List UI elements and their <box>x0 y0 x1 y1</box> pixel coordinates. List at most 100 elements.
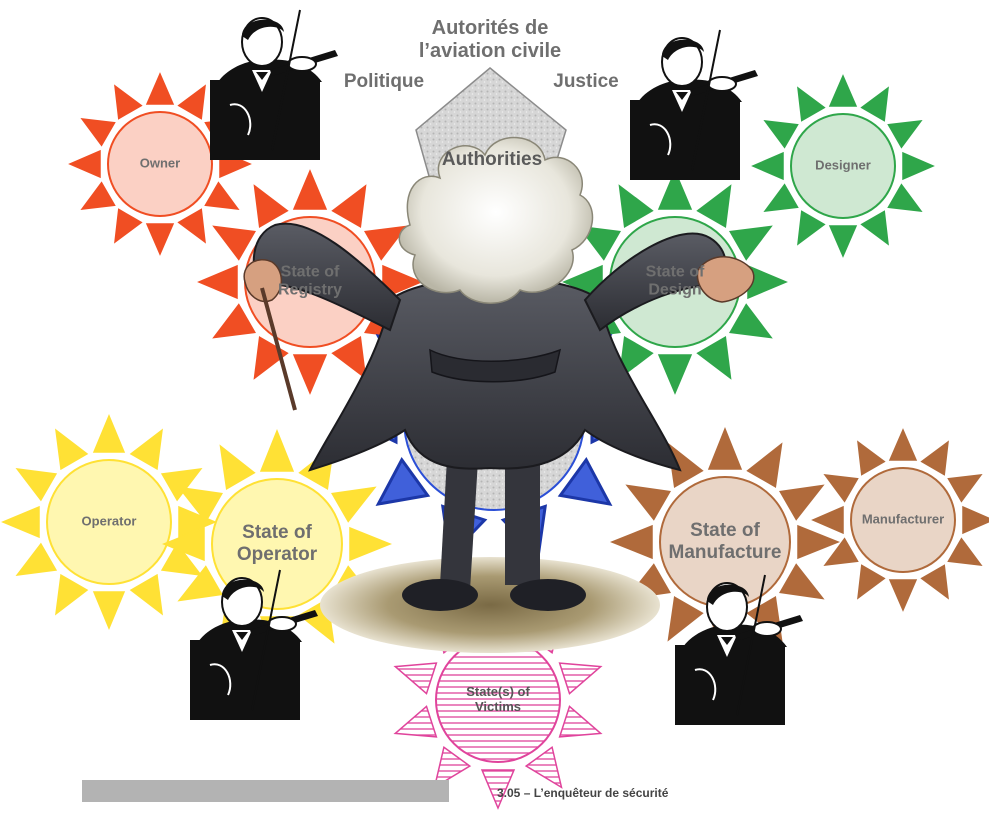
sun-ray <box>947 474 983 503</box>
sun-ray <box>393 705 438 738</box>
sun-ray <box>253 336 289 380</box>
sun-label-operator: Operator <box>81 513 137 529</box>
sun-label-registry: State of Registry <box>277 263 343 299</box>
sun-ray <box>80 181 116 210</box>
sun-ray <box>177 565 223 602</box>
justice-label: Justice <box>553 71 619 93</box>
sun-ray <box>197 264 238 300</box>
sun-ray <box>860 86 889 122</box>
sun-label-victims: State(s) of Victims <box>466 684 530 714</box>
sun-disc <box>107 111 213 217</box>
sun-ray <box>707 426 743 470</box>
footer-text: 3.05 – L’enquêteur de sécurité <box>497 786 669 800</box>
sun-ray <box>364 225 408 261</box>
sun-ray <box>177 486 223 523</box>
sun-ray <box>160 468 203 502</box>
sun-ray <box>204 181 240 210</box>
sun-ray <box>763 183 799 212</box>
sun-ray <box>382 264 423 300</box>
sun-ray <box>763 120 799 149</box>
sun-ray <box>751 151 784 181</box>
sun-ray <box>887 183 923 212</box>
sun-label-designer: Designer <box>815 157 871 173</box>
sun-ray <box>558 662 603 695</box>
sun-ray <box>331 486 377 523</box>
authorities-title: Autorités de l’aviation civile <box>418 17 562 62</box>
sun-ray <box>177 208 206 244</box>
sun-ray <box>331 184 367 228</box>
sun-ray <box>962 505 989 535</box>
sun-ray <box>114 84 143 120</box>
sun-ray <box>920 564 949 600</box>
sun-ray <box>609 524 653 560</box>
sun-ray <box>219 444 256 490</box>
sun-ray <box>657 169 693 210</box>
sun-ray <box>920 440 949 476</box>
sun-ray <box>331 336 367 380</box>
sun-ray <box>860 210 889 246</box>
sun-ray <box>129 573 163 616</box>
sun-ray <box>823 537 859 566</box>
sun-ray <box>524 745 563 789</box>
sun-disc <box>850 467 956 573</box>
sun-ray <box>15 542 58 576</box>
sun-victims <box>393 590 603 810</box>
sun-ray <box>557 456 613 507</box>
sun-label-manufacturer: Manufacturer <box>861 511 945 527</box>
sun-ray <box>947 537 983 566</box>
sun-ray <box>145 72 175 105</box>
sun-ray <box>729 303 773 339</box>
violinist-icon-top-left <box>209 9 339 161</box>
sun-ray <box>375 456 431 507</box>
sun-ray <box>292 169 328 210</box>
sun-ray <box>696 336 732 380</box>
sun-designer <box>751 74 935 258</box>
sun-manufacturer <box>811 428 989 612</box>
sun-ray <box>178 505 217 539</box>
sun-ray <box>779 484 825 521</box>
conductor-icon <box>243 136 755 653</box>
sun-disc <box>46 459 172 585</box>
sun-ray <box>92 414 126 453</box>
sun-label-state-design: State of Design <box>645 263 705 299</box>
sun-ray <box>696 184 732 228</box>
sun-ray <box>177 84 206 120</box>
sun-ray <box>729 225 773 261</box>
sun-label-owner: Owner <box>139 155 181 171</box>
sun-ray <box>779 563 825 600</box>
sun-ray <box>625 484 671 521</box>
sun-ray <box>618 184 654 228</box>
violinist-icon-top-right <box>629 29 759 181</box>
sun-ray <box>212 303 256 339</box>
sun-ray <box>887 120 923 149</box>
politique-label: Politique <box>343 71 425 93</box>
sun-ray <box>253 184 289 228</box>
sun-ray <box>811 505 844 535</box>
sun-ray <box>857 440 886 476</box>
sun-ray <box>888 428 918 461</box>
sun-ray <box>160 542 203 576</box>
sun-ray <box>80 118 116 147</box>
sun-ray <box>92 591 126 630</box>
sun-ray <box>212 225 256 261</box>
sun-ray <box>1 505 40 539</box>
sun-ray <box>657 354 693 395</box>
sun-ray <box>902 151 935 181</box>
sun-ray <box>667 596 704 642</box>
sun-ray <box>433 745 472 789</box>
sun-ray <box>145 223 175 256</box>
sun-ray <box>823 474 859 503</box>
sun-ray <box>55 573 89 616</box>
sun-operator <box>1 414 217 630</box>
sun-ray <box>857 564 886 600</box>
sun-ray <box>558 705 603 738</box>
sun-ray <box>618 336 654 380</box>
sun-ray <box>161 526 205 562</box>
sun-ray <box>55 428 89 471</box>
sun-ray <box>480 769 516 810</box>
sun-ray <box>349 526 393 562</box>
sun-disc <box>211 478 343 610</box>
sun-ray <box>259 428 295 472</box>
